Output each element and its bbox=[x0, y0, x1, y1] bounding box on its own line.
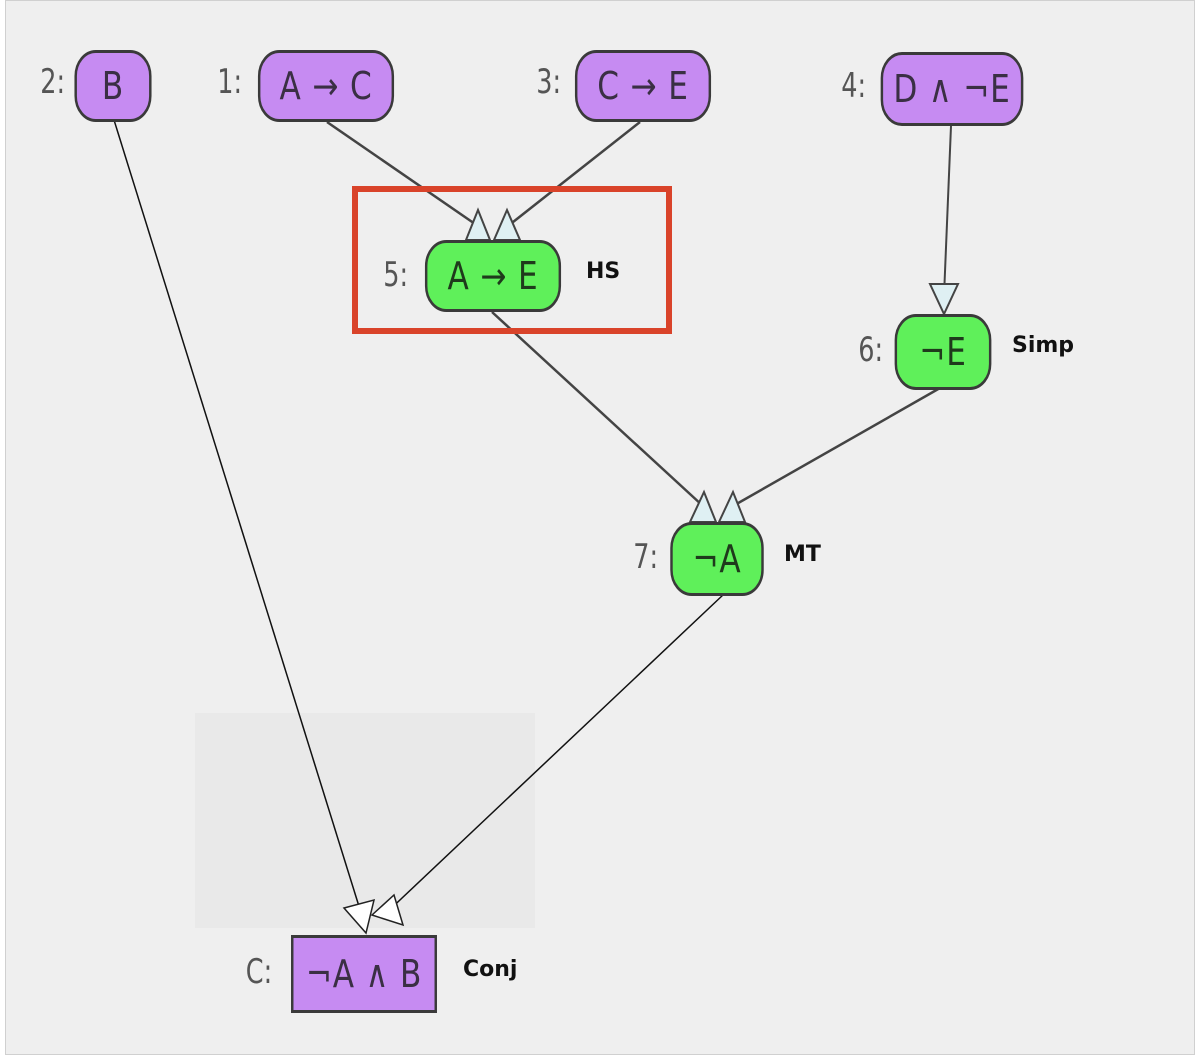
node-3[interactable]: C → E bbox=[574, 50, 712, 122]
node-5-index: 5: bbox=[383, 255, 408, 295]
arrowhead-C-from-7 bbox=[370, 893, 405, 927]
edge-5-to-7 bbox=[491, 311, 704, 507]
node-7-rule: MT bbox=[784, 542, 821, 567]
edge-6-to-7 bbox=[732, 386, 941, 508]
arrowhead-6 bbox=[928, 283, 960, 317]
node-5-rule: HS bbox=[586, 259, 621, 284]
node-7[interactable]: ¬A bbox=[670, 522, 764, 596]
node-C-index: C: bbox=[245, 952, 272, 992]
node-6[interactable]: ¬E bbox=[894, 314, 992, 390]
node-2-index: 2: bbox=[40, 62, 65, 102]
node-C-rule: Conj bbox=[463, 957, 518, 982]
node-4[interactable]: D ∧ ¬E bbox=[880, 52, 1024, 126]
highlight-box bbox=[352, 186, 672, 334]
edge-7-to-C bbox=[382, 593, 725, 917]
node-2[interactable]: B bbox=[74, 50, 152, 122]
node-1[interactable]: A → C bbox=[257, 50, 395, 122]
node-6-index: 6: bbox=[858, 330, 883, 370]
node-3-index: 3: bbox=[536, 62, 561, 102]
node-4-index: 4: bbox=[841, 66, 866, 106]
node-1-index: 1: bbox=[217, 62, 242, 102]
node-conclusion[interactable]: ¬A ∧ B bbox=[291, 935, 437, 1013]
edge-3-to-5 bbox=[507, 121, 641, 227]
edge-2-to-C bbox=[113, 119, 363, 917]
background-panel bbox=[195, 713, 535, 928]
node-7-index: 7: bbox=[633, 537, 658, 577]
arrowhead-C-from-2 bbox=[342, 898, 376, 935]
node-5[interactable]: A → E bbox=[424, 240, 562, 312]
node-6-rule: Simp bbox=[1012, 333, 1075, 358]
edge-1-to-5 bbox=[326, 120, 479, 228]
edge-4-to-6 bbox=[943, 125, 952, 297]
arrowhead-7b bbox=[717, 489, 747, 523]
